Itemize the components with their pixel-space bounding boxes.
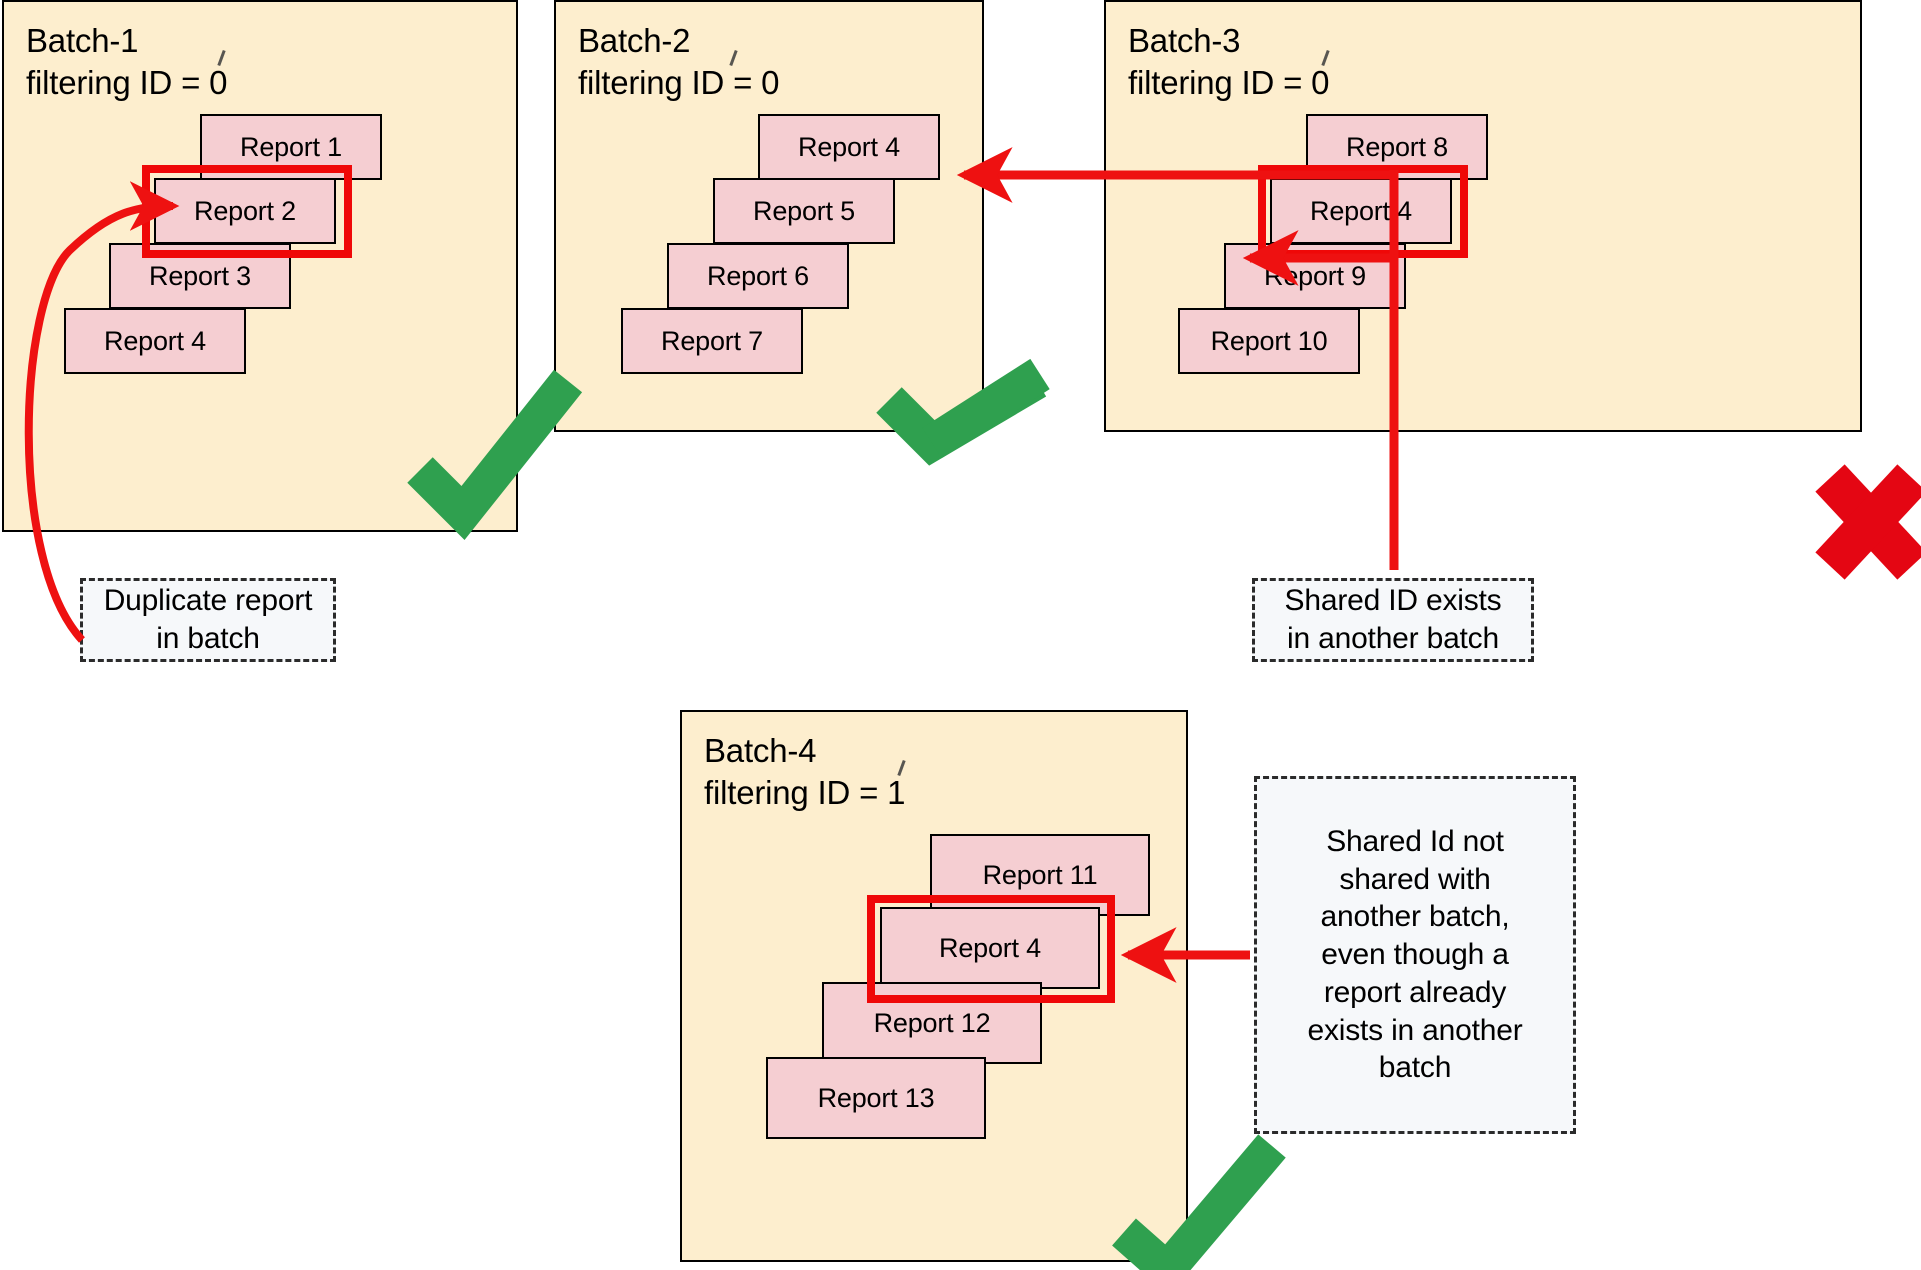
report-card[interactable]: Report 4: [64, 308, 246, 374]
report-card[interactable]: Report 4: [758, 114, 940, 180]
duplicate-highlight-rect: [142, 165, 352, 258]
batch-3-name: Batch-3: [1128, 22, 1241, 59]
batch-2-title: Batch-2 filtering ID = 0: [578, 20, 780, 104]
callout-duplicate-report: Duplicate report in batch: [80, 578, 336, 662]
batch-4-filter-label: filtering ID = 1: [704, 774, 906, 812]
report-label: Report 11: [982, 859, 1098, 890]
batch-1-filter-label: filtering ID = 0: [26, 64, 228, 102]
report-label: Report 1: [240, 131, 342, 162]
shared-id-highlight-rect: [867, 895, 1115, 1003]
batch-card-batch-1: Batch-1 filtering ID = 0 Report 1 Report …: [2, 0, 518, 532]
report-card[interactable]: Report 6: [667, 243, 849, 309]
batch-4-title: Batch-4 filtering ID = 1: [704, 730, 906, 814]
report-label: Report 10: [1210, 325, 1328, 356]
batch-card-batch-2: Batch-2 filtering ID = 0 Report 4 Report …: [554, 0, 984, 432]
report-card[interactable]: Report 4: [880, 907, 1100, 989]
batch-card-batch-4: Batch-4 filtering ID = 1 Report 11 Report…: [680, 710, 1188, 1262]
report-label: Report 8: [1346, 131, 1448, 162]
report-label: Report 9: [1264, 260, 1366, 291]
batch-1-title: Batch-1 filtering ID = 0: [26, 20, 228, 104]
report-label: Report 13: [817, 1082, 935, 1113]
batch-1-name: Batch-1: [26, 22, 139, 59]
batch-3-title: Batch-3 filtering ID = 0: [1128, 20, 1330, 104]
batch-4-name: Batch-4: [704, 732, 817, 769]
report-label: Report 3: [149, 260, 251, 291]
report-label: Report 12: [873, 1007, 991, 1038]
report-card[interactable]: Report 7: [621, 308, 803, 374]
callout-shared-id-exists: Shared ID exists in another batch: [1252, 578, 1534, 662]
report-label: Report 7: [661, 325, 763, 356]
report-label: Report 4: [104, 325, 206, 356]
report-label: Report 6: [707, 260, 809, 291]
shared-id-highlight-rect: [1258, 165, 1468, 258]
batch-3-filter-label: filtering ID = 0: [1128, 64, 1330, 102]
report-label: Report 5: [753, 195, 855, 226]
callout-shared-id-not-shared: Shared Id not shared with another batch,…: [1254, 776, 1576, 1134]
report-card[interactable]: Report 10: [1178, 308, 1360, 374]
report-card[interactable]: Report 13: [766, 1057, 986, 1139]
report-label: Report 4: [939, 932, 1041, 963]
batch-2-filter-label: filtering ID = 0: [578, 64, 780, 102]
report-label: Report 4: [798, 131, 900, 162]
status-cross-batch-3: [1815, 464, 1921, 580]
batch-2-name: Batch-2: [578, 22, 691, 59]
report-label: Report 2: [194, 195, 296, 226]
batch-card-batch-3: Batch-3 filtering ID = 0 Report 8 Report …: [1104, 0, 1862, 432]
report-card[interactable]: Report 5: [713, 178, 895, 244]
